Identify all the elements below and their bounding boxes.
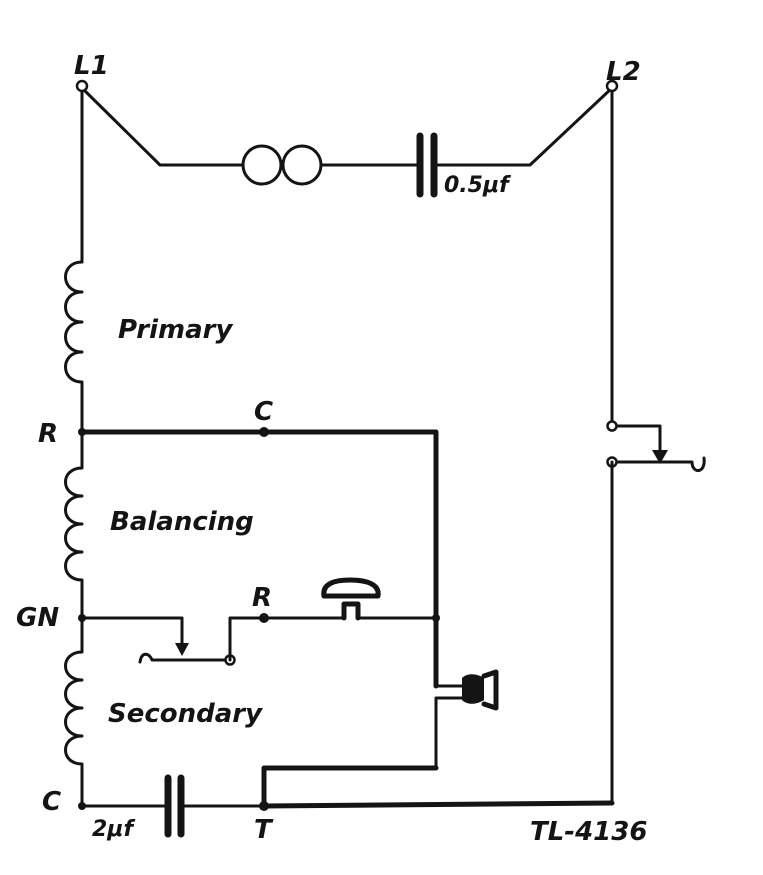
- key-stem: [341, 601, 361, 621]
- transmitter-body: [462, 674, 484, 704]
- switch-lower-spring: [138, 652, 230, 664]
- wire-to-l2: [434, 86, 614, 167]
- wire-l1-diagonal: [80, 86, 244, 167]
- label-gn: GN: [16, 603, 59, 633]
- wire-bottom-right: [261, 800, 615, 809]
- junction-t: [259, 801, 269, 811]
- terminal-l2: [605, 79, 619, 93]
- transmitter-mouthpiece: [481, 669, 499, 711]
- switch-arrow: [175, 643, 189, 656]
- secondary-coil: [64, 616, 84, 808]
- wire-transmitter-to-t: [261, 765, 439, 809]
- terminal-l1: [75, 79, 89, 93]
- wire-r-c: [79, 429, 439, 689]
- receiver-left-circle: [241, 144, 283, 186]
- label-secondary: Secondary: [108, 699, 263, 729]
- junction-gn: [78, 614, 86, 622]
- label-c-top: C: [254, 397, 273, 427]
- wire-gn: [80, 616, 184, 650]
- hookswitch-upper-spring: [610, 424, 662, 458]
- label-primary: Primary: [118, 315, 233, 345]
- label-r-left: R: [38, 419, 58, 449]
- primary-coil: [64, 260, 84, 434]
- junction-r: [78, 428, 86, 436]
- hookswitch-lower-spring: [610, 456, 706, 472]
- label-cap-bottom: 2μf: [92, 817, 135, 842]
- wire-transmitter-bottom: [434, 696, 464, 770]
- label-r-mid: R: [252, 583, 272, 613]
- key-cap: [321, 577, 381, 599]
- hookswitch-upper-contact: [606, 420, 618, 432]
- label-ref: TL-4136: [530, 817, 647, 847]
- balancing-coil: [64, 430, 84, 620]
- junction-c-top: [259, 427, 269, 437]
- junction-key-right: [432, 614, 440, 622]
- hookswitch-arrow: [652, 450, 668, 464]
- label-t: T: [254, 815, 274, 845]
- receiver-right-circle: [281, 144, 323, 186]
- label-l2: L2: [606, 57, 641, 87]
- label-c-left: C: [42, 787, 61, 817]
- wire-switch-up: [228, 616, 346, 662]
- label-cap-top: 0.5μf: [444, 173, 511, 198]
- label-l1: L1: [74, 51, 109, 81]
- label-balancing: Balancing: [110, 507, 254, 537]
- junction-r-mid: [259, 613, 269, 623]
- junction-c-bottom: [78, 802, 86, 810]
